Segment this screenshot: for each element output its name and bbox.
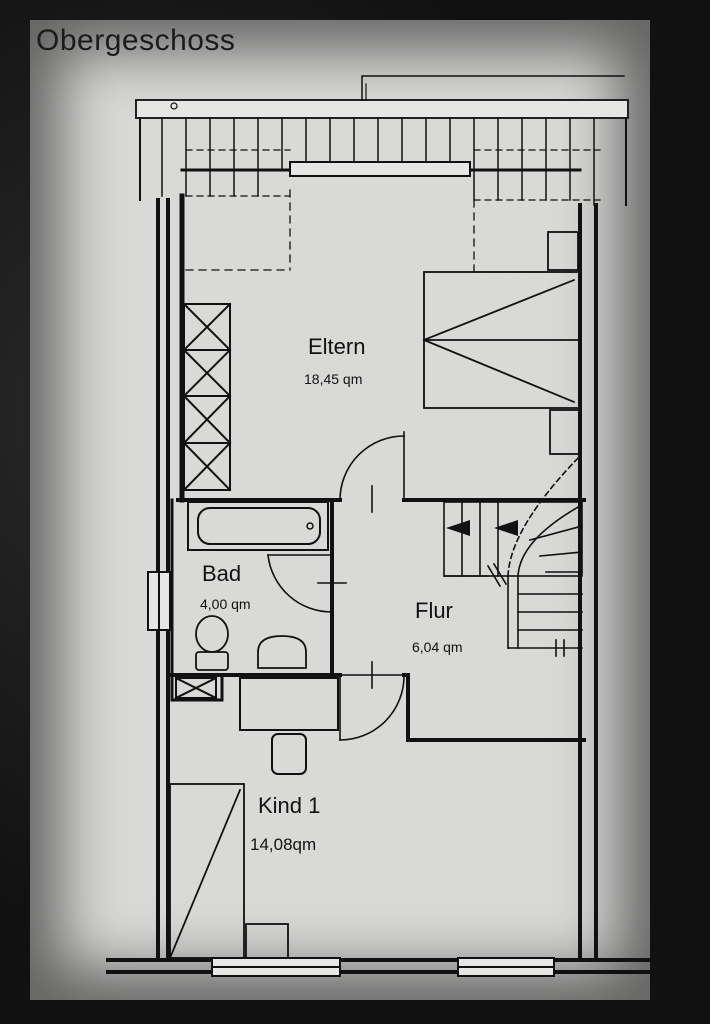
door-kind1: [339, 661, 405, 741]
chair: [271, 733, 307, 775]
door-bad: [267, 554, 347, 613]
room-name-bad: Bad: [202, 561, 242, 586]
room-area-kind1: 14,08qm: [250, 835, 317, 854]
washbasin: [257, 635, 307, 669]
room-name-eltern: Eltern: [308, 334, 366, 359]
toilet: [195, 615, 229, 671]
shaft: [174, 676, 218, 700]
room-area-eltern: 18,45 qm: [304, 371, 363, 387]
bathtub: [187, 501, 329, 551]
room-area-flur: 6,04 qm: [412, 639, 463, 655]
room-area-bad: 4,00 qm: [200, 596, 251, 612]
interior-walls: [170, 498, 586, 742]
room-name-flur: Flur: [415, 598, 453, 623]
door-eltern: [339, 431, 405, 513]
roof-slope-lines: [185, 189, 581, 273]
room-name-kind1: Kind 1: [258, 793, 321, 818]
single-bed: [168, 783, 289, 960]
exterior-walls: [106, 161, 652, 974]
desk: [239, 677, 339, 731]
balcony: [135, 75, 629, 206]
bath-window: [147, 571, 171, 631]
double-bed: [422, 231, 581, 455]
staircase: [443, 454, 583, 657]
stair-arrow-icon: [446, 520, 518, 536]
floor-title: Obergeschoss: [36, 24, 236, 57]
bottom-windows: [211, 957, 555, 977]
wardrobe: [182, 302, 232, 492]
